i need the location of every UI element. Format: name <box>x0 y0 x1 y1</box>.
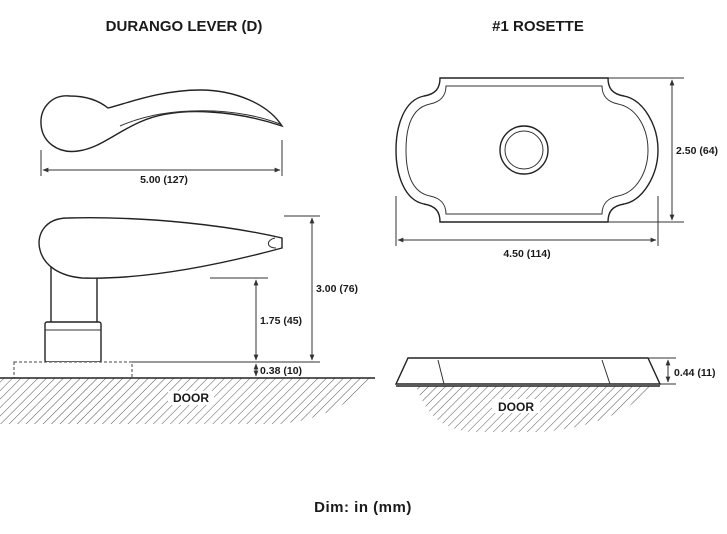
lever-door-label: DOOR <box>173 391 209 405</box>
lever-door-section: DOOR <box>0 377 375 424</box>
lever-height-label: 3.00 (76) <box>316 283 358 295</box>
rosette-thickness-label: 0.44 (11) <box>674 367 715 379</box>
lever-title: DURANGO LEVER (D) <box>106 18 263 35</box>
lever-top-view <box>40 89 284 153</box>
rosette-dimensions: 2.50 (64) 4.50 (114) <box>395 77 718 260</box>
lever-side-view <box>13 217 283 379</box>
rosette-door-section: DOOR <box>396 385 660 432</box>
rosette-thickness-dimension: 0.44 (11) <box>648 357 715 385</box>
lever-base-label: 0.38 (10) <box>260 365 302 377</box>
rosette-side-view <box>394 357 662 385</box>
rosette-front-view <box>395 77 659 223</box>
rosette-height-label: 2.50 (64) <box>676 145 718 157</box>
lever-length-label: 5.00 (127) <box>140 174 188 186</box>
rosette-width-label: 4.50 (114) <box>503 248 550 260</box>
units-note: Dim: in (mm) <box>314 499 412 516</box>
rosette-door-label: DOOR <box>498 400 534 414</box>
rosette-title: #1 ROSETTE <box>492 18 584 35</box>
lever-height-dimensions: 3.00 (76) 1.75 (45) 0.38 (10) <box>132 215 358 377</box>
lever-length-dimension: 5.00 (127) <box>40 140 283 186</box>
lever-projection-label: 1.75 (45) <box>260 315 302 327</box>
